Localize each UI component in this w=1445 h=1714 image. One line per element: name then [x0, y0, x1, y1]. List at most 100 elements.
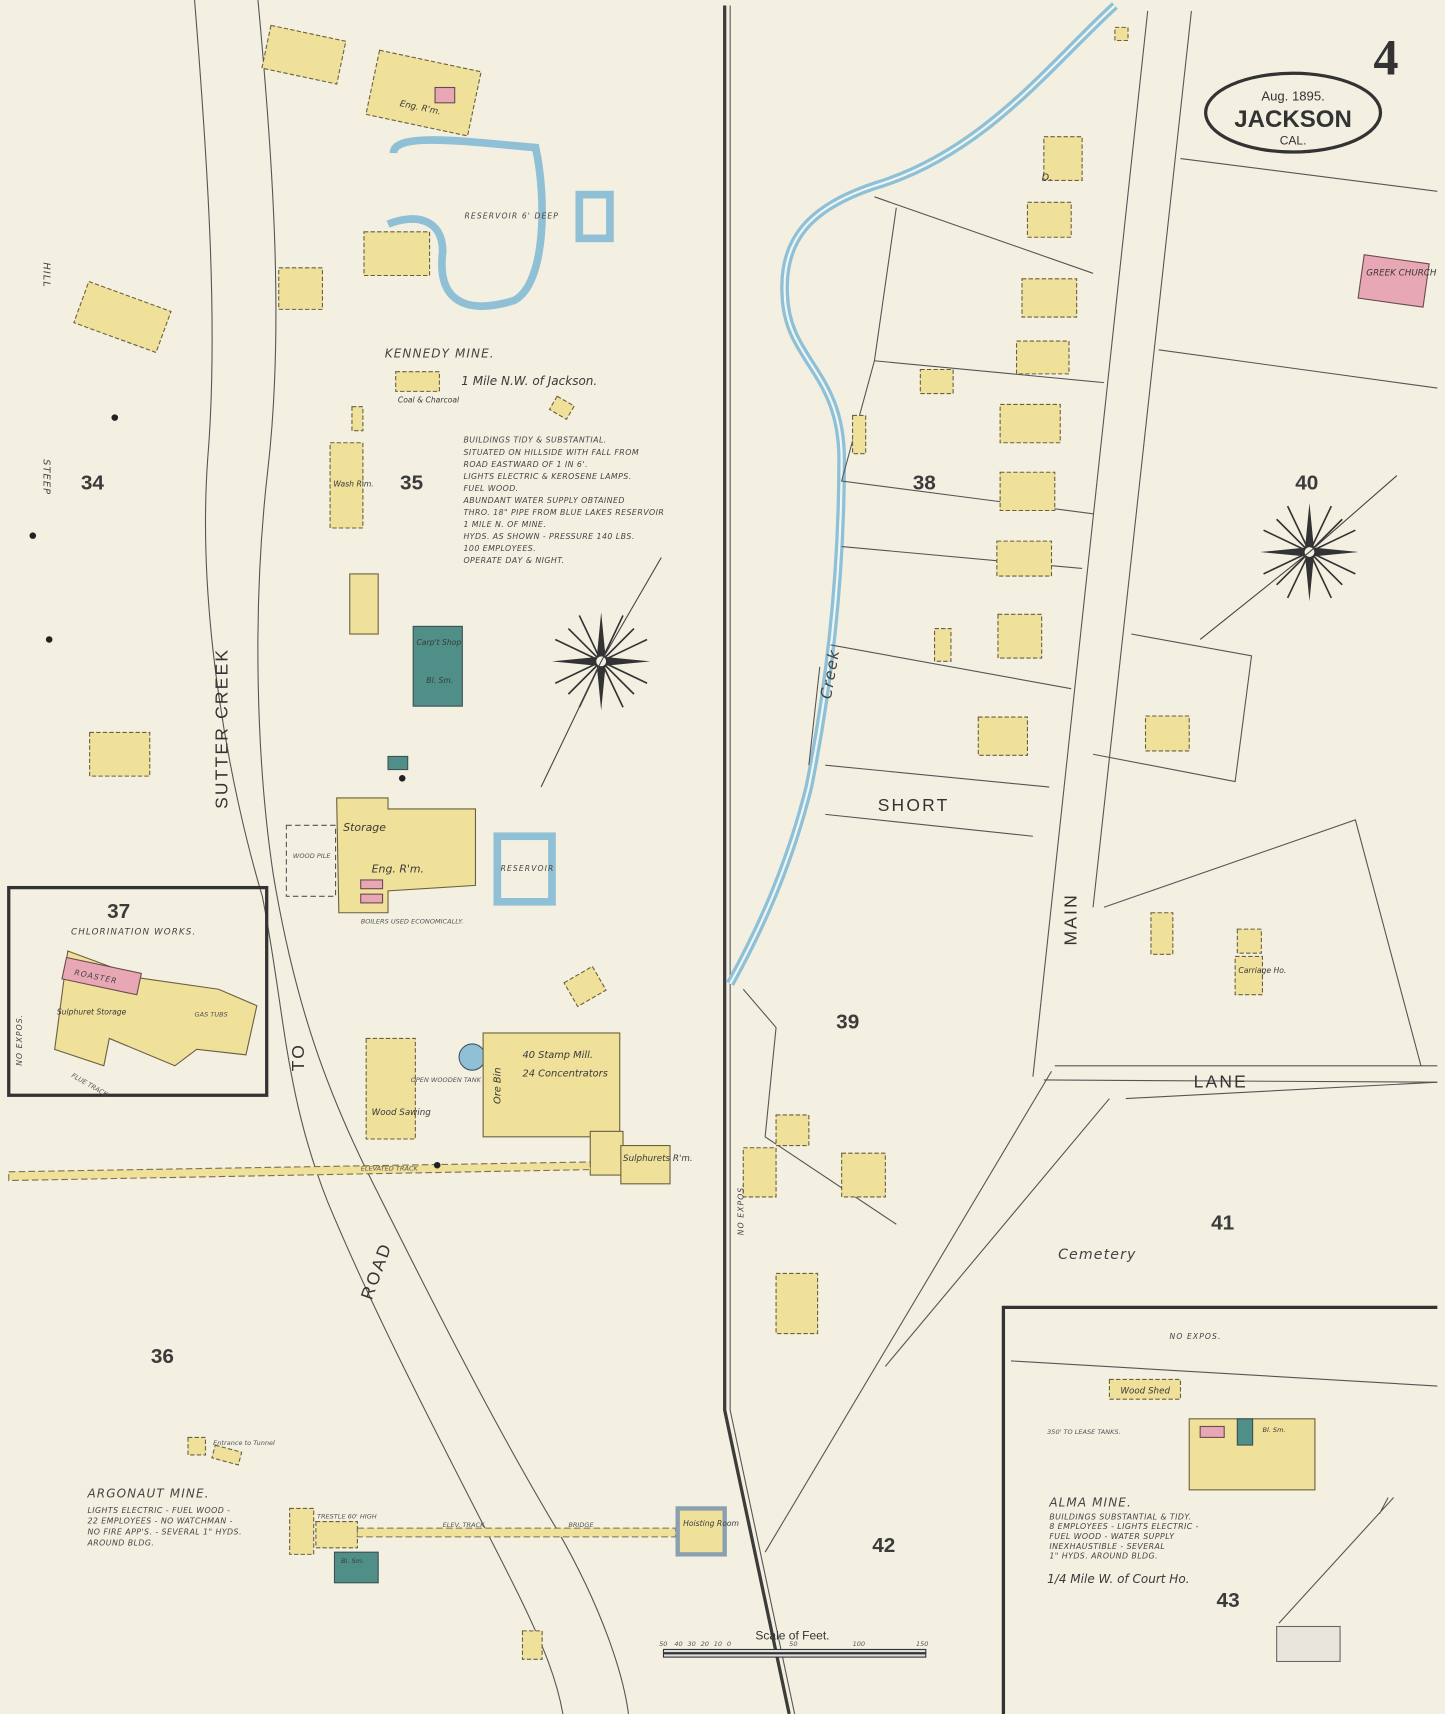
svg-text:34: 34 [81, 472, 105, 495]
hoisting-room-label: Hoisting Room [683, 1519, 739, 1528]
no-expos-label-39: NO EXPOS. [736, 1183, 745, 1235]
kennedy-mine-notes: BUILDINGS TIDY & SUBSTANTIAL. SITUATED O… [462, 436, 663, 565]
svg-text:LIGHTS ELECTRIC - FUEL WOOD -: LIGHTS ELECTRIC - FUEL WOOD - [87, 1506, 230, 1515]
block-37-inset-border [7, 885, 269, 1097]
alma-road-line [1011, 1360, 1438, 1387]
creek-center [729, 4, 1116, 985]
alma-north-arrow [1278, 1497, 1395, 1624]
alma-mine-notes: BUILDINGS SUBSTANTIAL & TIDY. 8 EMPLOYEE… [1049, 1512, 1199, 1561]
short-street-edges [825, 764, 1050, 837]
sheet-number: 4 [1373, 29, 1398, 85]
svg-text:37: 37 [107, 900, 130, 923]
lease-tanks-label: 350' TO LEASE TANKS. [1047, 1428, 1121, 1436]
svg-text:SITUATED ON HILLSIDE WITH FALL: SITUATED ON HILLSIDE WITH FALL FROM [463, 448, 639, 457]
sulphurets-room-label: Sulphurets R'm. [623, 1154, 693, 1164]
alma-boiler [1199, 1425, 1225, 1438]
svg-text:50: 50 [789, 1640, 797, 1648]
wood-shed-label: Wood Shed [1120, 1387, 1170, 1397]
compass-rose-east [1199, 475, 1398, 640]
svg-text:1 MILE N. OF MINE.: 1 MILE N. OF MINE. [463, 520, 546, 529]
tank-label: OPEN WOODEN TANK [411, 1076, 482, 1084]
svg-text:36: 36 [151, 1345, 174, 1368]
map-date: Aug. 1895. [1261, 89, 1324, 104]
svg-text:20: 20 [701, 1640, 709, 1648]
svg-text:30: 30 [688, 1640, 696, 1648]
sulphuret-storage-label: Sulphuret Storage [57, 1007, 127, 1016]
wood-shed [1108, 1378, 1182, 1400]
kennedy-mine-buildings [73, 24, 671, 1185]
svg-text:100 EMPLOYEES.: 100 EMPLOYEES. [463, 544, 536, 553]
carp-shop-label: Carp't Shop [416, 638, 461, 647]
svg-text:AROUND BLDG.: AROUND BLDG. [86, 1539, 154, 1548]
sheet-divider-inner-line [729, 5, 796, 1714]
main-street-lower-east [884, 1098, 1110, 1367]
main-street-west-edge [1032, 10, 1149, 1077]
alma-mine-title: ALMA MINE. [1048, 1495, 1132, 1509]
eng-room-label: Eng. R'm. [372, 862, 424, 875]
svg-text:39: 39 [836, 1011, 859, 1034]
svg-text:150: 150 [916, 1640, 929, 1648]
trestle-label: TRESTLE 60' HIGH [317, 1512, 377, 1520]
street-label-lane: LANE [1194, 1072, 1248, 1092]
greek-church-label: GREEK CHURCH [1366, 269, 1437, 279]
argonaut-elev-track [356, 1527, 677, 1538]
svg-text:LIGHTS ELECTRIC & KEROSENE LAM: LIGHTS ELECTRIC & KEROSENE LAMPS. [463, 472, 631, 481]
svg-text:1" HYDS. AROUND BLDG.: 1" HYDS. AROUND BLDG. [1049, 1552, 1158, 1561]
svg-text:10: 10 [714, 1640, 722, 1648]
dwellings-block-38 [575, 26, 1264, 1335]
state-name: CAL. [1280, 133, 1307, 147]
greek-church-building [1357, 254, 1430, 308]
svg-text:41: 41 [1211, 1212, 1234, 1235]
svg-text:FUEL WOOD - WATER SUPPLY: FUEL WOOD - WATER SUPPLY [1049, 1532, 1175, 1541]
sheet-divider-line [723, 5, 791, 1714]
boilers-label: BOILERS USED ECONOMICALLY. [361, 918, 464, 926]
svg-text:38: 38 [913, 472, 936, 495]
street-label-main: MAIN [1061, 893, 1081, 945]
kennedy-mine-title: KENNEDY MINE. [385, 346, 495, 360]
alma-stone-section [1236, 1418, 1254, 1446]
svg-text:35: 35 [400, 472, 423, 495]
argonaut-blacksmith [333, 1551, 379, 1584]
svg-text:INEXHAUSTIBLE - SEVERAL: INEXHAUSTIBLE - SEVERAL [1049, 1542, 1165, 1551]
hoisting-room [675, 1506, 727, 1557]
reservoir-top-label: RESERVOIR 6' DEEP [465, 212, 559, 221]
argonaut-mine-notes: LIGHTS ELECTRIC - FUEL WOOD - 22 EMPLOYE… [86, 1506, 241, 1548]
svg-text:43: 43 [1217, 1589, 1240, 1612]
roaster [61, 956, 142, 996]
argonaut-building [289, 1507, 315, 1555]
svg-text:100: 100 [853, 1640, 866, 1648]
svg-text:BUILDINGS TIDY & SUBSTANTIAL.: BUILDINGS TIDY & SUBSTANTIAL. [463, 436, 606, 445]
lot-lines-east [1092, 158, 1438, 1100]
street-label-to: TO [288, 1043, 308, 1071]
svg-text:0: 0 [727, 1640, 731, 1648]
trestle [315, 1521, 358, 1549]
wash-room-label: Wash R'm. [333, 479, 373, 488]
lane-edges [1043, 1065, 1438, 1083]
svg-text:FUEL WOOD.: FUEL WOOD. [463, 484, 518, 493]
lot-lines-west [742, 196, 1105, 1225]
coal-label: Coal & Charcoal [398, 395, 460, 404]
storage-label: Storage [343, 821, 386, 834]
argonaut-mine-title: ARGONAUT MINE. [86, 1487, 209, 1501]
argonaut-small-building [521, 1630, 543, 1660]
svg-text:50: 50 [659, 1640, 667, 1648]
svg-text:42: 42 [872, 1534, 895, 1557]
alma-no-expos-label: NO EXPOS. [1170, 1332, 1222, 1341]
concentrators-label: 24 Concentrators [522, 1069, 607, 1080]
carriage-house-label: Carriage Ho. [1238, 966, 1286, 975]
svg-text:OPERATE DAY & NIGHT.: OPERATE DAY & NIGHT. [463, 556, 564, 565]
argonaut-track-label: ELEV. TRACK [443, 1521, 485, 1529]
gas-tubs-label: GAS TUBS [195, 1011, 228, 1019]
tunnel-shed [187, 1436, 207, 1456]
svg-text:Scale of Feet.: Scale of Feet. [755, 1629, 829, 1643]
reservoir-label: RESERVOIR [501, 864, 555, 873]
street-label-short: SHORT [878, 795, 950, 815]
scale-of-feet: Scale of Feet. 50 40 30 20 10 0 50 100 1… [659, 1629, 929, 1658]
title-cartouche [1203, 71, 1383, 154]
svg-text:8 EMPLOYEES - LIGHTS ELECTRIC: 8 EMPLOYEES - LIGHTS ELECTRIC - [1049, 1522, 1199, 1531]
tunnel-label: Entrance to Tunnel [213, 1439, 275, 1447]
cemetery-label: Cemetery [1058, 1247, 1136, 1263]
alma-bl-sm-label: Bl. Sm. [1262, 1426, 1285, 1434]
hydrants [29, 414, 441, 1169]
